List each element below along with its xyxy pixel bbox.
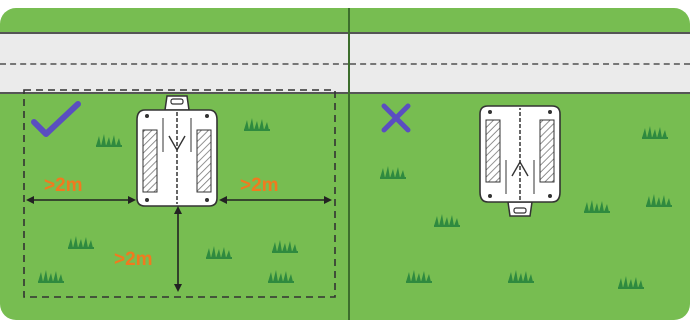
robot-mower <box>479 105 561 217</box>
right-distance-label: >2m <box>240 175 279 196</box>
grass-tuft <box>434 214 460 227</box>
panel-divider <box>348 8 350 320</box>
correct-placement-panel: >2m >2m >2m <box>0 8 349 320</box>
robot-mower <box>136 95 218 207</box>
grass-tuft <box>646 194 672 207</box>
cross-icon <box>381 103 411 133</box>
incorrect-placement-drawing <box>380 103 672 289</box>
grass-tuft <box>96 134 122 147</box>
incorrect-placement-panel <box>350 8 690 320</box>
work-area-boundary <box>23 89 336 298</box>
grass-tuft <box>244 118 270 131</box>
road <box>350 32 690 94</box>
distance-arrows <box>26 196 332 292</box>
correct-placement-drawing <box>23 89 336 298</box>
grass-tuft <box>38 270 64 283</box>
grass-tuft <box>380 166 406 179</box>
grass-tuft <box>508 270 534 283</box>
road-centerline <box>0 63 349 65</box>
grass-tuft <box>406 270 432 283</box>
road-centerline <box>350 63 690 65</box>
grass-tuft <box>272 240 298 253</box>
grass-tuft <box>584 200 610 213</box>
road <box>0 32 349 94</box>
grass-tuft <box>68 236 94 249</box>
grass-tuft <box>268 270 294 283</box>
grass-tuft <box>618 276 644 289</box>
grass-tuft <box>206 246 232 259</box>
left-distance-label: >2m <box>44 175 83 196</box>
bottom-distance-label: >2m <box>114 249 153 270</box>
check-icon <box>31 101 81 137</box>
grass-tuft <box>642 126 668 139</box>
